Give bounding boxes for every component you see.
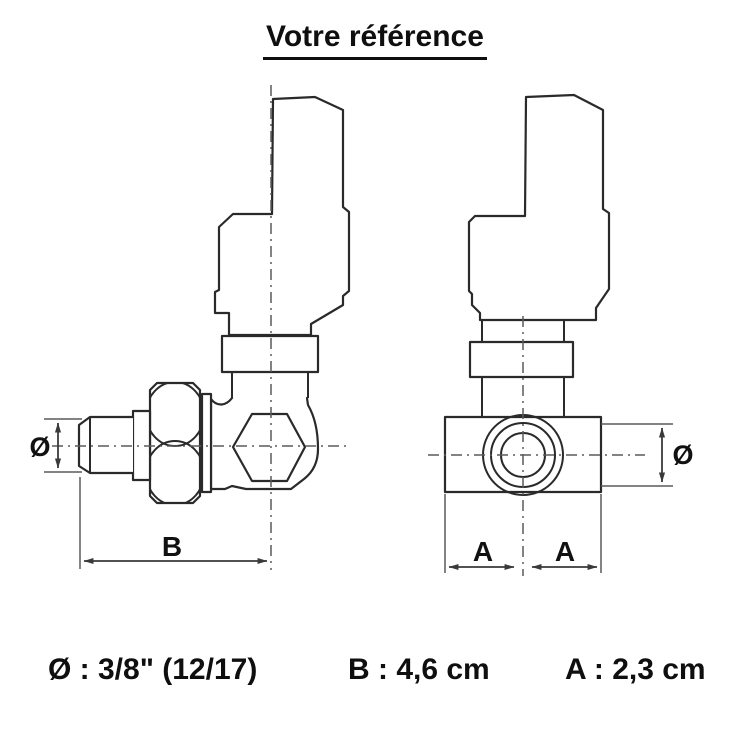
right-handle-outline xyxy=(467,93,611,322)
right-diameter-symbol: Ø xyxy=(672,440,693,470)
left-b-dimension: B xyxy=(79,477,268,569)
specs-row: Ø : 3/8" (12/17) B : 4,6 cm A : 2,3 cm xyxy=(0,655,750,695)
page-title-text: Votre référence xyxy=(263,20,487,60)
right-a-extension-lines xyxy=(444,494,602,573)
left-thread-stub xyxy=(77,415,135,475)
right-a-label-right: A xyxy=(555,536,575,567)
right-bonnet-band xyxy=(468,340,575,379)
left-neck-lines xyxy=(231,372,309,398)
left-view: Ø B xyxy=(29,85,351,570)
right-diameter-extension-lines xyxy=(601,423,673,487)
left-hex-outlet xyxy=(231,412,307,483)
left-diameter-dimension: Ø xyxy=(29,418,82,473)
right-view: Ø A A xyxy=(428,93,694,576)
page-title: Votre référence xyxy=(0,20,750,60)
right-diameter-dimension: Ø xyxy=(601,423,694,487)
right-a-label-left: A xyxy=(473,536,493,567)
left-union-nut xyxy=(148,381,202,505)
right-lower-neck-lines xyxy=(481,377,565,417)
left-diameter-extension-lines xyxy=(44,418,82,473)
left-washer xyxy=(200,392,213,494)
right-upper-neck-lines xyxy=(481,320,565,342)
right-a-dimension: A A xyxy=(444,494,602,573)
left-b-label: B xyxy=(162,531,182,562)
left-diameter-symbol: Ø xyxy=(29,432,50,462)
spec-a: A : 2,3 cm xyxy=(565,653,706,686)
left-bonnet-band xyxy=(220,334,320,374)
spec-diameter: Ø : 3/8" (12/17) xyxy=(48,653,258,686)
spec-b: B : 4,6 cm xyxy=(348,653,490,686)
left-handle-outline xyxy=(213,95,351,337)
